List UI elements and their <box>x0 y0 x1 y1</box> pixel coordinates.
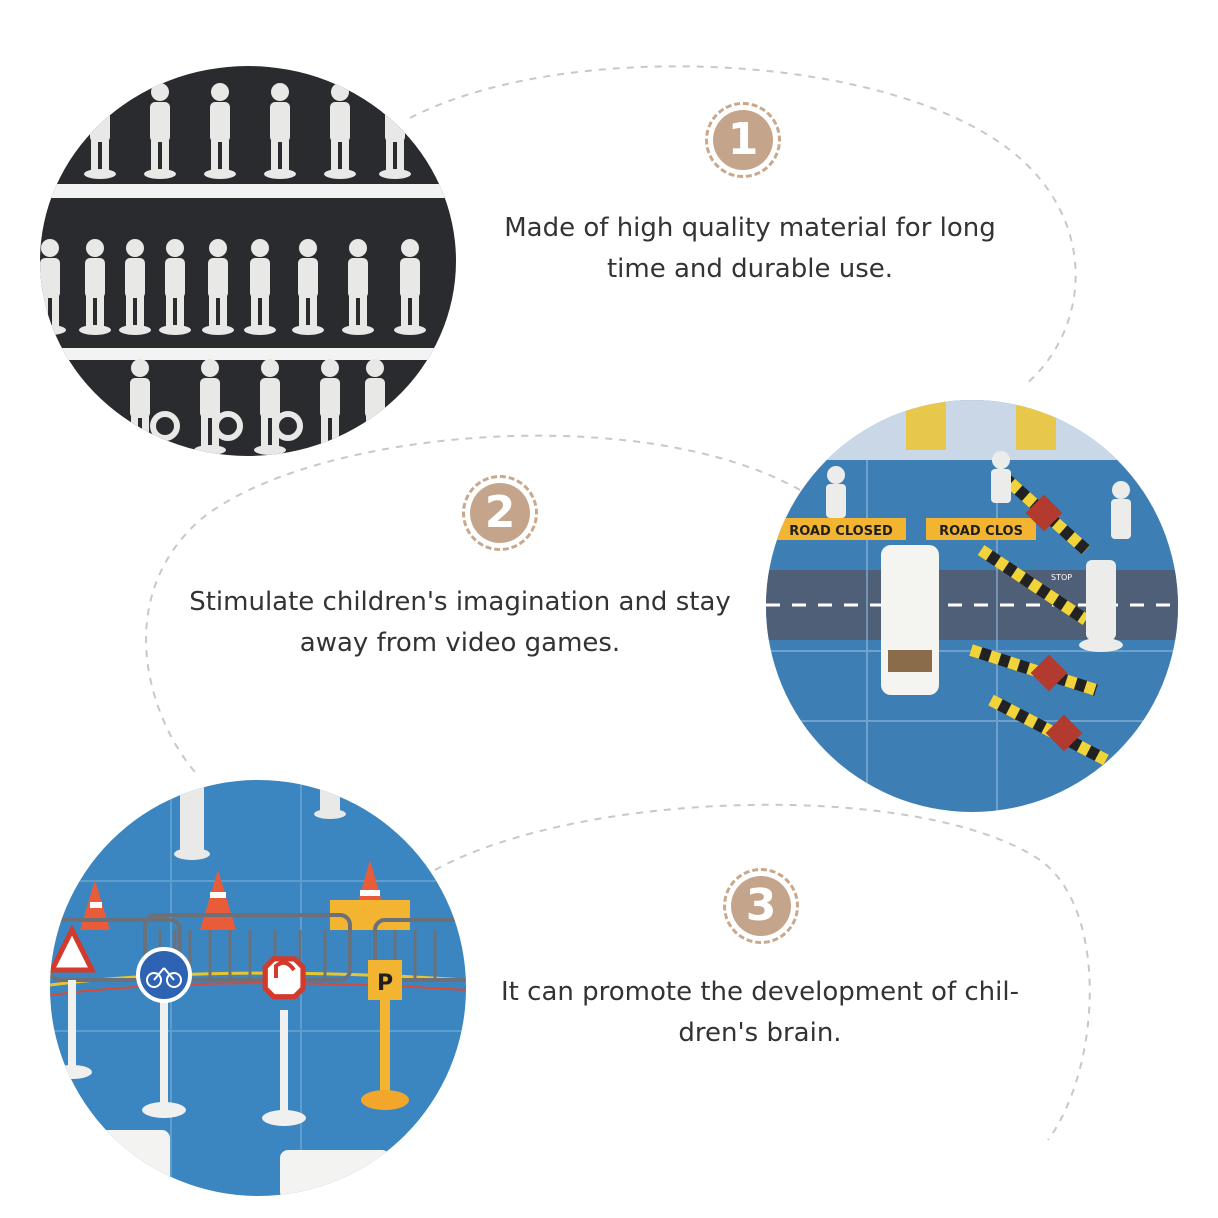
stop-sign-text: STOP <box>1051 573 1072 582</box>
photo-figures-circle <box>40 66 456 456</box>
feature-1-line-1: Made of high quality material for long <box>504 213 996 243</box>
white-police-figures-image <box>40 66 456 456</box>
step-number-2: 2 <box>470 483 530 543</box>
feature-3-line-2: dren's brain. <box>678 1018 842 1048</box>
step-number-badge-3: 3 <box>723 868 799 944</box>
parking-sign-text: P <box>377 971 393 996</box>
feature-text-1: Made of high quality material for long t… <box>470 208 1030 290</box>
road-closed-sign-2: ROAD CLOS <box>939 524 1023 539</box>
feature-3-line-1: It can promote the development of chil- <box>501 977 1019 1007</box>
step-number-badge-1: 1 <box>705 102 781 178</box>
step-number-1: 1 <box>713 110 773 170</box>
photo-road-closed-circle: ROAD CLOSED ROAD CLOS STOP <box>766 400 1178 812</box>
feature-2-line-2: away from video games. <box>299 628 621 658</box>
step-number-3: 3 <box>731 876 791 936</box>
traffic-signs-and-fences-image: P <box>50 780 466 1196</box>
road-closed-traffic-scene-image: ROAD CLOSED ROAD CLOS STOP <box>766 400 1178 812</box>
photo-traffic-signs-circle: P <box>50 780 466 1196</box>
step-number-badge-2: 2 <box>462 475 538 551</box>
feature-2-line-1: Stimulate children's imagination and sta… <box>189 587 731 617</box>
feature-text-3: It can promote the development of chil- … <box>470 972 1050 1054</box>
road-closed-sign-1: ROAD CLOSED <box>789 524 893 539</box>
feature-text-2: Stimulate children's imagination and sta… <box>160 582 760 664</box>
feature-1-line-2: time and durable use. <box>606 254 894 284</box>
